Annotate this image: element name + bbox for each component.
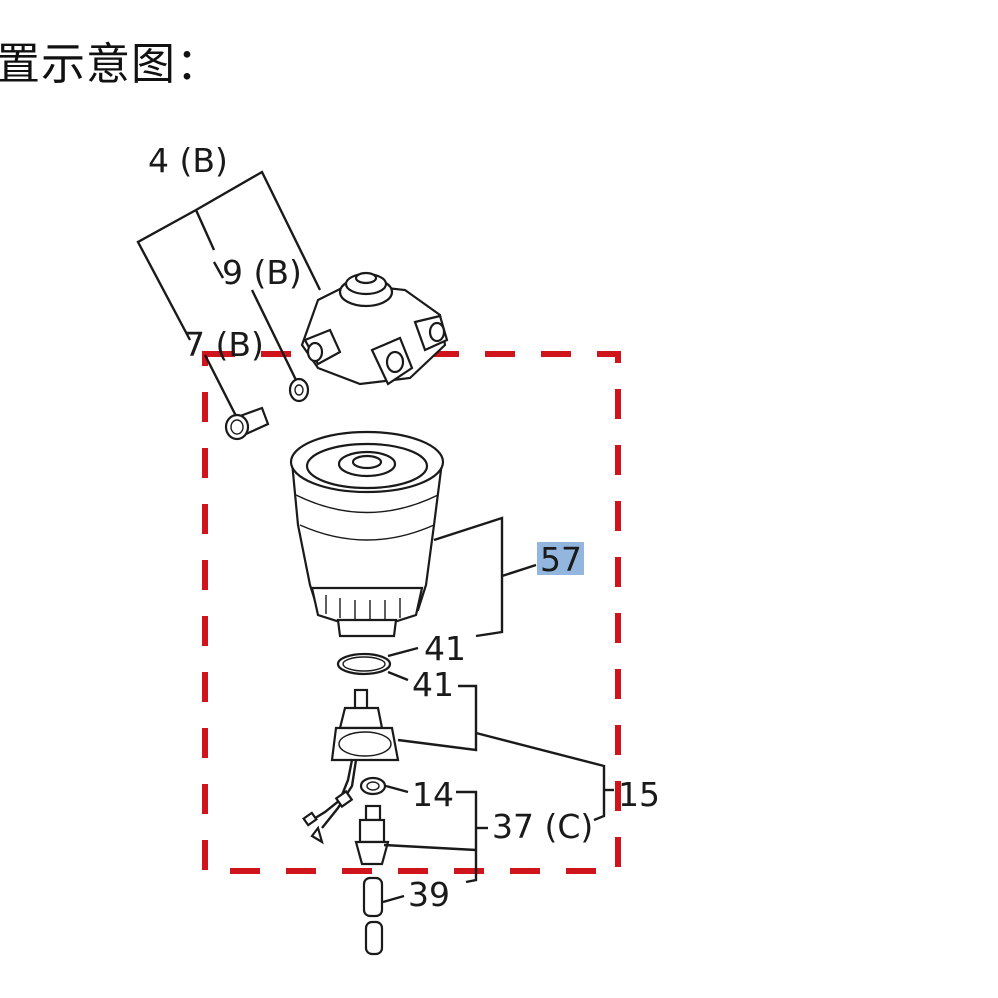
washer-part[interactable] [288,377,310,403]
callout-9: 9 (B) [222,253,302,292]
drain-hose-part[interactable] [362,876,384,956]
bolt-part[interactable] [224,406,270,441]
drain-plug-part[interactable] [354,804,390,866]
callout-15: 15 [618,775,660,814]
callout-4: 4 (B) [148,141,228,180]
leader-lines [136,170,614,904]
page-title: 置示意图： [0,39,221,90]
callout-41-top: 41 [424,629,466,668]
callout-14: 14 [412,775,454,814]
water-sensor-part[interactable] [302,688,400,845]
filter-assembly-boundary [202,351,621,874]
small-washer-part[interactable] [359,776,387,796]
filter-head-part[interactable] [300,271,449,386]
callout-57: 57 [540,540,582,579]
callout-7: 7 (B) [184,325,264,364]
callout-41-bottom: 41 [412,665,454,704]
filter-cartridge-part[interactable] [289,430,445,638]
callout-37: 37 (C) [492,807,593,846]
callout-highlight [537,542,584,575]
callout-39: 39 [408,875,450,914]
